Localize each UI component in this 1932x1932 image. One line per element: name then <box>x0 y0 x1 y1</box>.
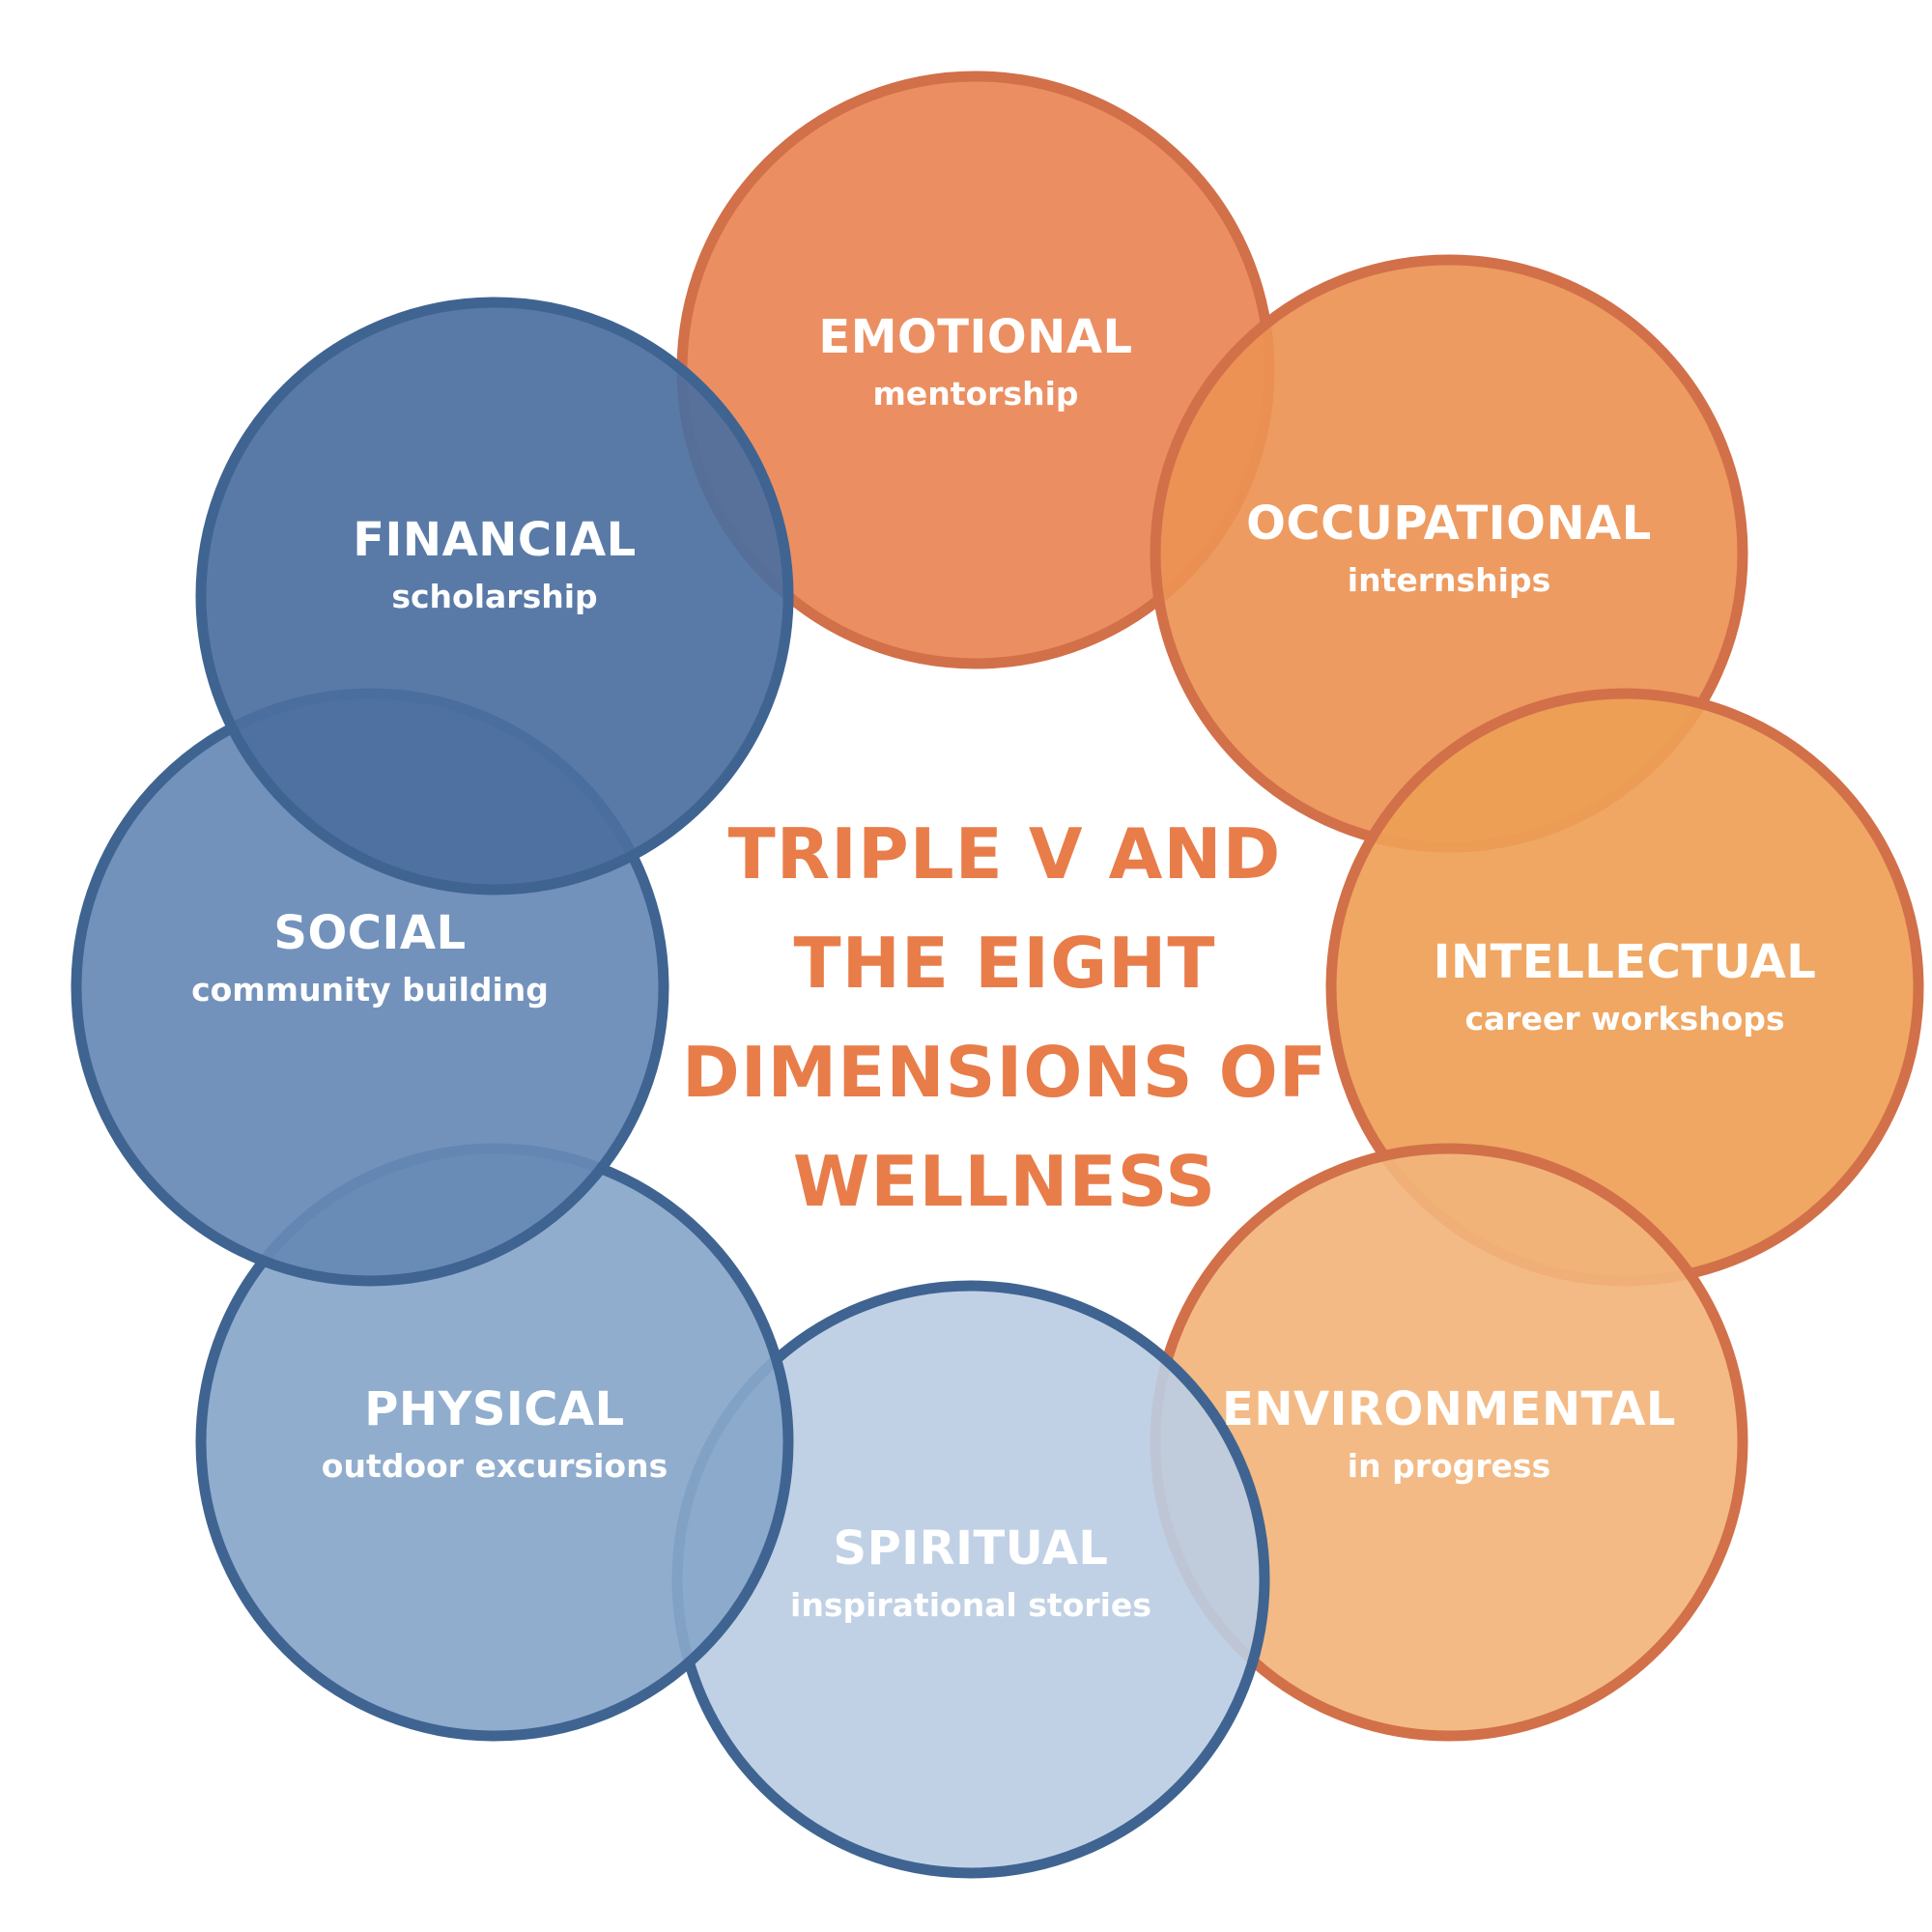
center-title-line-1: TRIPLE V AND <box>727 813 1282 895</box>
intellectual-title: INTELLECTUAL <box>1433 935 1817 989</box>
label-physical: PHYSICAL outdoor excursions <box>224 1381 765 1488</box>
intellectual-subtitle: career workshops <box>1464 1000 1785 1037</box>
financial-title: FINANCIAL <box>353 513 637 567</box>
spiritual-title: SPIRITUAL <box>833 1521 1109 1576</box>
label-environmental: ENVIRONMENTAL in progress <box>1179 1381 1719 1488</box>
center-title-line-4: WELLNESS <box>792 1141 1217 1222</box>
label-social: SOCIAL community building <box>99 905 640 1011</box>
social-title: SOCIAL <box>273 906 467 960</box>
label-financial: FINANCIAL scholarship <box>224 512 765 618</box>
social-subtitle: community building <box>191 971 549 1009</box>
environmental-subtitle: in progress <box>1347 1447 1551 1485</box>
physical-title: PHYSICAL <box>364 1382 625 1436</box>
emotional-title: EMOTIONAL <box>818 310 1133 364</box>
label-spiritual: SPIRITUAL inspirational stories <box>700 1520 1241 1627</box>
environmental-title: ENVIRONMENTAL <box>1222 1382 1676 1436</box>
emotional-subtitle: mentorship <box>872 375 1079 412</box>
label-emotional: EMOTIONAL mentorship <box>705 309 1246 415</box>
label-intellectual: INTELLECTUAL career workshops <box>1354 934 1895 1040</box>
financial-subtitle: scholarship <box>391 578 598 615</box>
center-title-line-3: DIMENSIONS OF <box>681 1032 1328 1113</box>
label-occupational: OCCUPATIONAL internships <box>1179 496 1719 602</box>
occupational-title: OCCUPATIONAL <box>1246 497 1652 551</box>
circle-financial <box>195 297 794 895</box>
spiritual-subtitle: inspirational stories <box>790 1586 1151 1624</box>
center-title-line-2: THE EIGHT <box>793 923 1216 1004</box>
physical-subtitle: outdoor excursions <box>321 1447 668 1485</box>
occupational-subtitle: internships <box>1347 561 1551 599</box>
center-title: TRIPLE V AND THE EIGHT DIMENSIONS OF WEL… <box>676 800 1333 1236</box>
